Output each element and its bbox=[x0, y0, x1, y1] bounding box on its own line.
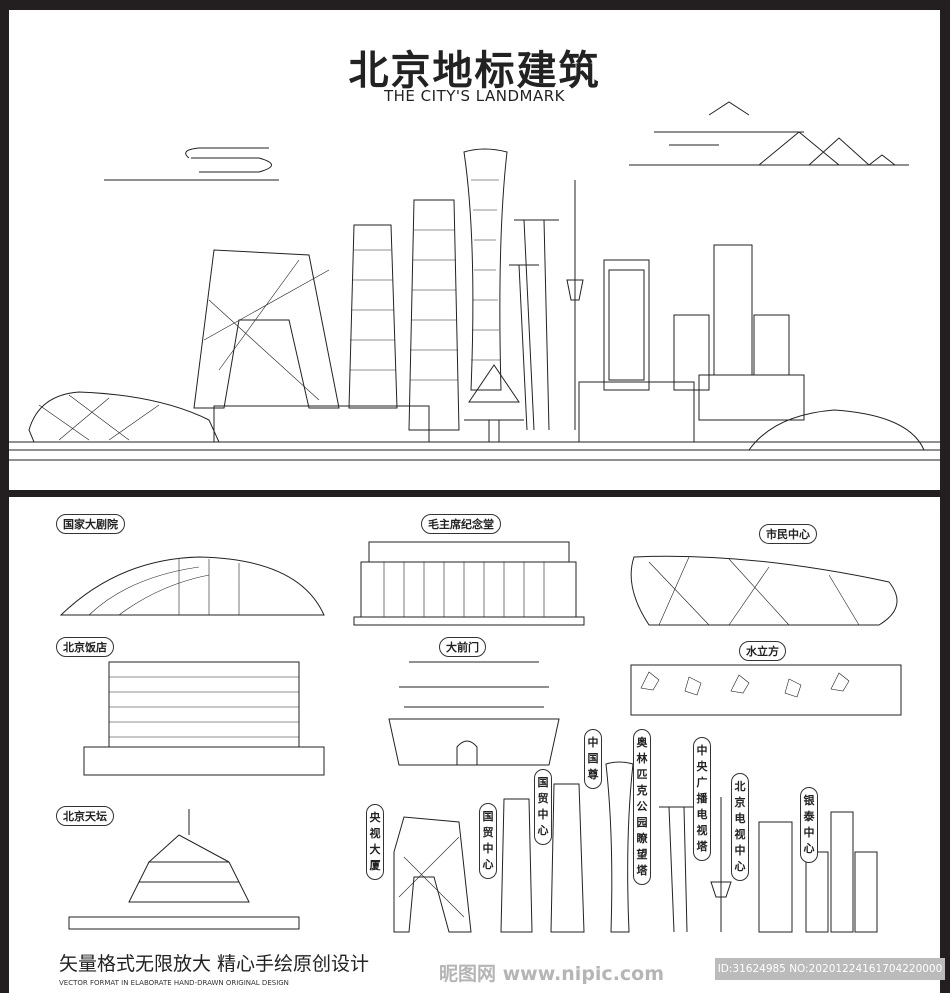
cwtc-tower-icon bbox=[500, 798, 533, 933]
label-civic-center: 市民中心 bbox=[759, 524, 817, 544]
cctv-radio-tower-icon bbox=[566, 180, 584, 430]
qianmen-icon bbox=[698, 374, 805, 421]
skyline-panel: 北京地标建筑 THE CITY'S LANDMARK bbox=[9, 10, 940, 490]
birds-nest-icon bbox=[630, 555, 898, 626]
label-cwtc-2: 国贸中心 bbox=[534, 769, 552, 845]
cwtc3-tower-icon bbox=[550, 783, 585, 933]
label-grand-theatre: 国家大剧院 bbox=[56, 514, 125, 534]
beijing-hotel-icon bbox=[578, 381, 695, 443]
cwtc-tower-icon bbox=[348, 224, 398, 409]
label-cctv-tower: 中央广播电视塔 bbox=[693, 737, 711, 861]
cctv-radio-tower-icon bbox=[710, 797, 732, 932]
yintai-icon bbox=[673, 244, 790, 391]
image-id-badge: ID:31624985 NO:20201224161704220000 bbox=[715, 958, 945, 980]
cctv-building-icon bbox=[393, 816, 472, 933]
landmarks-illustration bbox=[59, 541, 902, 933]
label-citic: 中国尊 bbox=[584, 729, 602, 789]
label-cwtc-1: 国贸中心 bbox=[479, 803, 497, 879]
beijing-hotel-icon bbox=[83, 661, 325, 776]
water-cube-icon bbox=[630, 664, 902, 716]
cloud-left-icon bbox=[104, 147, 279, 181]
birds-nest-icon bbox=[28, 391, 220, 443]
label-qianmen: 大前门 bbox=[439, 637, 486, 657]
olympic-tower-icon bbox=[509, 219, 559, 431]
olympic-tower-icon bbox=[659, 806, 699, 933]
landmarks-panel: 国家大剧院 毛主席纪念堂 市民中心 北京饭店 大前门 水立方 北京天坛 央视大厦… bbox=[9, 497, 945, 993]
watermark: 昵图网 www.nipic.com bbox=[439, 963, 665, 985]
slogan: 矢量格式无限放大 精心手绘原创设计 bbox=[59, 953, 370, 975]
qianmen-icon bbox=[388, 661, 560, 766]
mausoleum-icon bbox=[353, 541, 585, 626]
btv-center-icon bbox=[603, 259, 650, 391]
cctv-building-icon bbox=[193, 249, 340, 409]
label-cctv: 央视大厦 bbox=[366, 804, 384, 880]
page-title: 北京地标建筑 bbox=[348, 48, 601, 94]
label-temple-of-heaven: 北京天坛 bbox=[56, 806, 114, 826]
label-olympic-tower: 奥林匹克公园瞭望塔 bbox=[633, 729, 651, 885]
page-subtitle: THE CITY'S LANDMARK bbox=[383, 87, 566, 105]
btv-center-icon bbox=[758, 821, 793, 933]
grand-theatre-icon bbox=[748, 409, 925, 451]
label-water-cube: 水立方 bbox=[739, 641, 786, 661]
skyline-illustration bbox=[9, 101, 940, 461]
mountains-icon bbox=[629, 101, 909, 166]
citic-tower-icon bbox=[463, 148, 508, 391]
label-btv: 北京电视中心 bbox=[731, 773, 749, 881]
ground-line bbox=[9, 441, 940, 461]
tower-icon bbox=[408, 199, 460, 431]
temple-of-heaven-icon bbox=[464, 364, 524, 442]
label-mausoleum: 毛主席纪念堂 bbox=[421, 514, 501, 534]
temple-of-heaven-icon bbox=[68, 809, 300, 930]
citic-tower-icon bbox=[605, 761, 634, 933]
slogan-english: VECTOR FORMAT IN ELABORATE HAND-DRAWN OR… bbox=[59, 979, 289, 987]
grand-theatre-icon bbox=[59, 556, 325, 616]
label-yintai: 银泰中心 bbox=[800, 787, 818, 863]
water-cube-icon bbox=[213, 405, 430, 443]
label-beijing-hotel: 北京饭店 bbox=[56, 637, 114, 657]
